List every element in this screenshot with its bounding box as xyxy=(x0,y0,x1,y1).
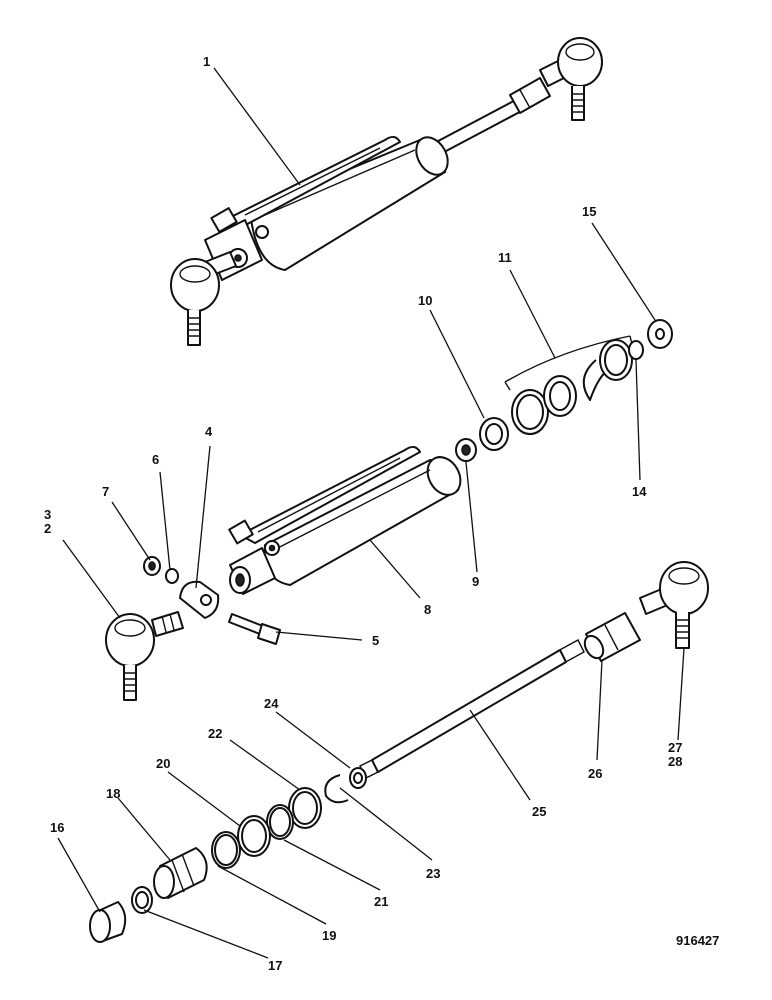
cylinder-body xyxy=(228,446,462,595)
label-15: 15 xyxy=(582,204,596,219)
label-20: 20 xyxy=(156,756,170,771)
label-22: 22 xyxy=(208,726,222,741)
label-5: 5 xyxy=(372,633,379,648)
label-3: 3 xyxy=(44,507,51,522)
right-ball-joint xyxy=(639,561,709,649)
label-11: 11 xyxy=(498,250,512,265)
label-4: 4 xyxy=(205,424,213,439)
piston-rod xyxy=(359,639,585,779)
label-19: 19 xyxy=(322,928,336,943)
part-labels: 1 2 3 4 5 6 7 8 9 10 11 14 15 16 17 18 1… xyxy=(44,54,682,973)
label-25: 25 xyxy=(532,804,546,819)
label-8: 8 xyxy=(424,602,431,617)
label-6: 6 xyxy=(152,452,159,467)
label-28: 28 xyxy=(668,754,682,769)
label-9: 9 xyxy=(472,574,479,589)
label-2: 2 xyxy=(44,521,51,536)
label-27: 27 xyxy=(668,740,682,755)
label-16: 16 xyxy=(50,820,64,835)
label-21: 21 xyxy=(374,894,388,909)
label-26: 26 xyxy=(588,766,602,781)
label-24: 24 xyxy=(264,696,279,711)
gland-seal-parts xyxy=(89,767,367,943)
label-23: 23 xyxy=(426,866,440,881)
piston-seal-kit xyxy=(455,319,673,462)
label-18: 18 xyxy=(106,786,120,801)
adjuster-sleeve xyxy=(583,612,641,662)
label-7: 7 xyxy=(102,484,109,499)
drawing-reference-number: 916427 xyxy=(676,933,719,948)
leader-lines xyxy=(57,67,685,959)
left-ball-joint xyxy=(105,611,184,701)
label-14: 14 xyxy=(632,484,647,499)
clevis-bracket xyxy=(179,580,220,619)
label-10: 10 xyxy=(418,293,432,308)
assembled-steering-ram xyxy=(170,37,603,346)
label-1: 1 xyxy=(203,54,210,69)
label-17: 17 xyxy=(268,958,282,973)
nut-and-washer xyxy=(143,556,179,584)
bolt xyxy=(228,613,281,645)
